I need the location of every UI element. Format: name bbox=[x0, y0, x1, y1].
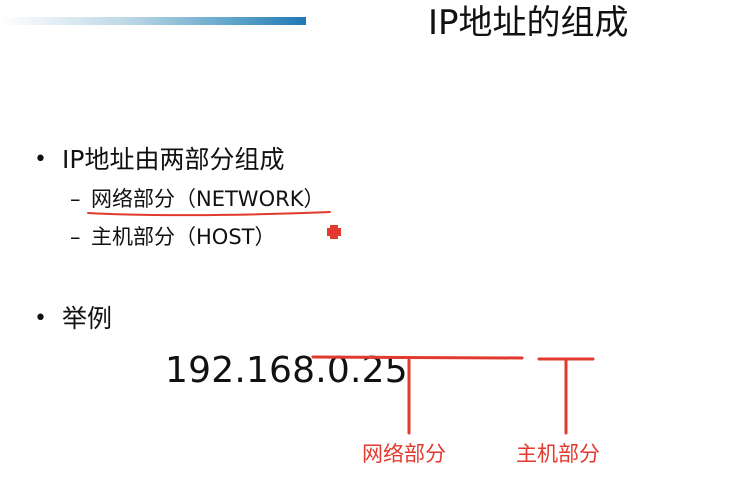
sub-item-network-part: 网络部分（NETWORK） bbox=[91, 187, 325, 211]
network-bracket-line bbox=[311, 355, 524, 360]
sub-item-marker: – bbox=[70, 225, 81, 249]
decorative-header-bar bbox=[0, 17, 306, 25]
bullet-item-ip-composition: IP地址由两部分组成 bbox=[62, 145, 285, 174]
bullet-marker: • bbox=[34, 306, 47, 331]
bullet-marker: • bbox=[34, 147, 47, 172]
red-cross-icon bbox=[327, 225, 341, 239]
network-part-label: 网络部分 bbox=[362, 442, 446, 466]
sub-item-marker: – bbox=[70, 187, 81, 211]
network-underline bbox=[87, 211, 331, 217]
host-part-label: 主机部分 bbox=[516, 442, 600, 466]
sub-item-host-part: 主机部分（HOST） bbox=[91, 225, 276, 249]
slide-title: IP地址的组成 bbox=[428, 3, 629, 43]
bullet-item-example: 举例 bbox=[62, 304, 113, 333]
